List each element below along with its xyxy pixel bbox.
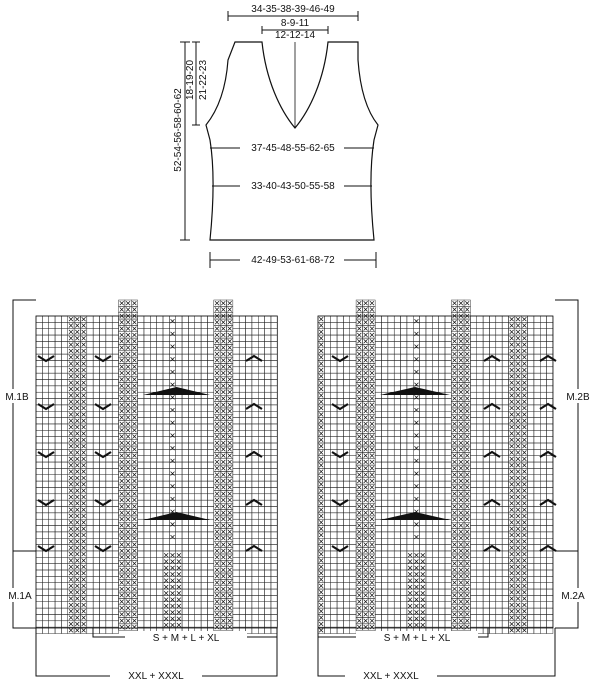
right-chart-brackets — [317, 299, 579, 677]
armhole-depth-label-2: 21-22-23 — [198, 60, 209, 100]
right-chart-m2 — [317, 299, 557, 634]
label-m2b: M.2B — [566, 392, 590, 403]
right-size-group-2: XXL + XXXL — [363, 671, 419, 682]
bottom-width-label: 42-49-53-61-68-72 — [251, 255, 335, 266]
right-size-group-1: S + M + L + XL — [384, 633, 451, 644]
left-chart-m1 — [35, 299, 278, 634]
total-length-dimension — [180, 41, 200, 241]
label-m1b: M.1B — [5, 392, 29, 403]
chest-width-label: 37-45-48-55-62-65 — [251, 143, 335, 154]
waist-width-label: 33-40-43-50-55-58 — [251, 181, 335, 192]
total-length-label: 52-54-56-58-60-62 — [173, 88, 184, 172]
label-m1a: M.1A — [8, 591, 32, 602]
left-size-group-1: S + M + L + XL — [153, 633, 220, 644]
vest-schematic — [205, 41, 379, 241]
armhole-depth-label-1: 18-19-20 — [185, 60, 196, 100]
label-m2a: M.2A — [561, 591, 585, 602]
top-width-dimension — [227, 11, 359, 21]
top-width-label: 34-35-38-39-46-49 — [251, 4, 335, 15]
neck-width-dimension — [261, 26, 329, 34]
left-size-group-2: XXL + XXXL — [128, 671, 184, 682]
neck-width-label-1: 8-9-11 — [281, 18, 310, 29]
neck-width-label-2: 12-12-14 — [275, 30, 315, 41]
